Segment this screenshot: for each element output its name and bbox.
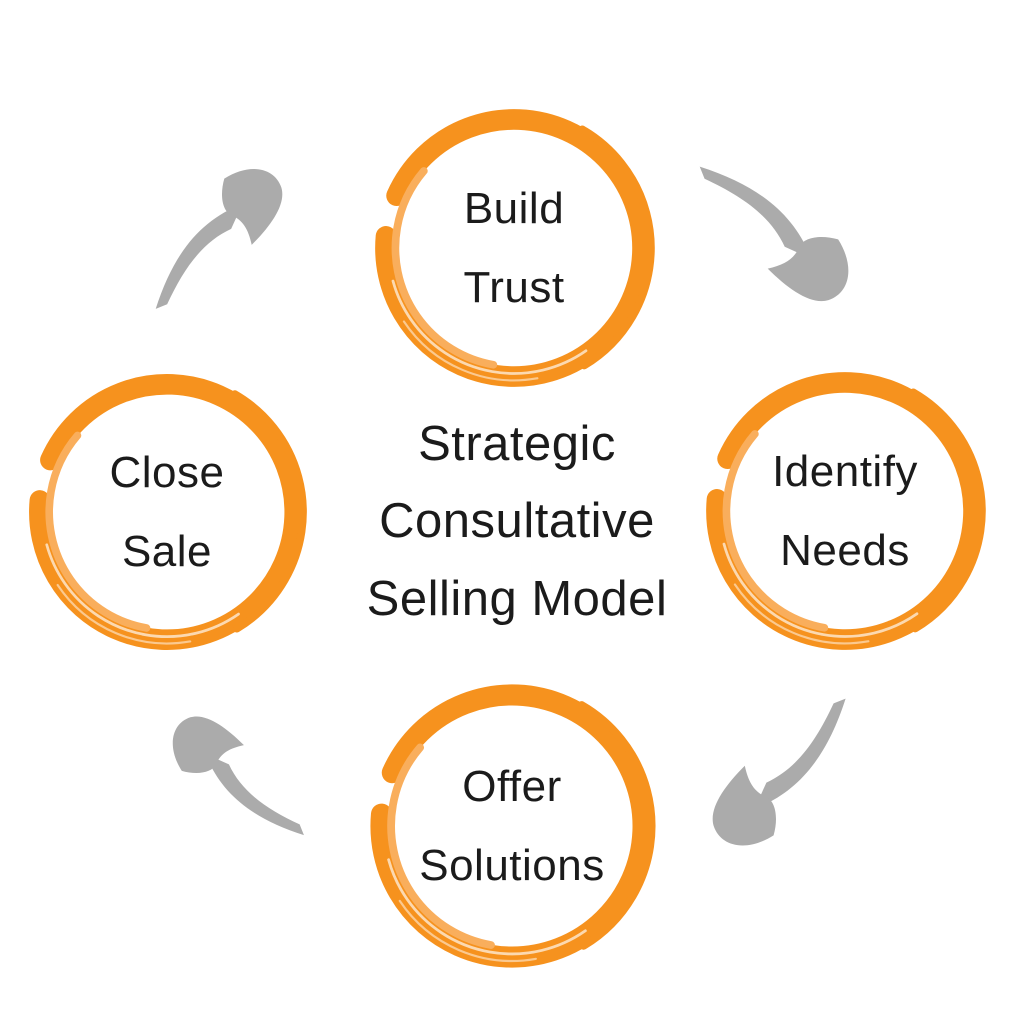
node-label-line: Close — [109, 447, 225, 497]
node-identify-needs: Identify Needs — [690, 358, 1000, 664]
node-offer-solutions: Offer Solutions — [348, 670, 676, 982]
curved-arrow-down-right-icon — [690, 152, 860, 322]
curved-arrow-up-right-icon — [132, 158, 312, 318]
node-label-identify-needs: Identify Needs — [772, 432, 918, 590]
node-label-line: Identify — [772, 446, 918, 496]
arrow-build-to-identify — [690, 152, 860, 322]
curved-arrow-up-left-icon — [163, 681, 313, 866]
node-close-sale: Close Sale — [14, 360, 320, 664]
node-label-line: Trust — [463, 263, 565, 312]
node-label-build-trust: Build Trust — [463, 169, 564, 327]
node-label-line: Sale — [121, 527, 213, 576]
node-label-line: Build — [463, 183, 565, 233]
node-label-line: Solutions — [419, 841, 605, 890]
arrow-close-to-build — [132, 158, 312, 318]
curved-arrow-down-left-icon — [692, 688, 860, 858]
arrow-identify-to-offer — [692, 688, 860, 858]
diagram-title: Strategic Consultative Selling Model — [252, 406, 782, 638]
diagram-title-line: Selling Model — [366, 571, 668, 626]
diagram-title-line: Consultative — [379, 494, 655, 549]
node-label-offer-solutions: Offer Solutions — [419, 747, 605, 905]
arrow-offer-to-close — [145, 698, 330, 848]
node-label-close-sale: Close Sale — [110, 433, 225, 591]
node-label-line: Needs — [780, 526, 910, 575]
node-label-line: Offer — [462, 761, 562, 811]
node-build-trust: Build Trust — [358, 95, 670, 401]
diagram-title-line: Strategic — [418, 417, 616, 471]
